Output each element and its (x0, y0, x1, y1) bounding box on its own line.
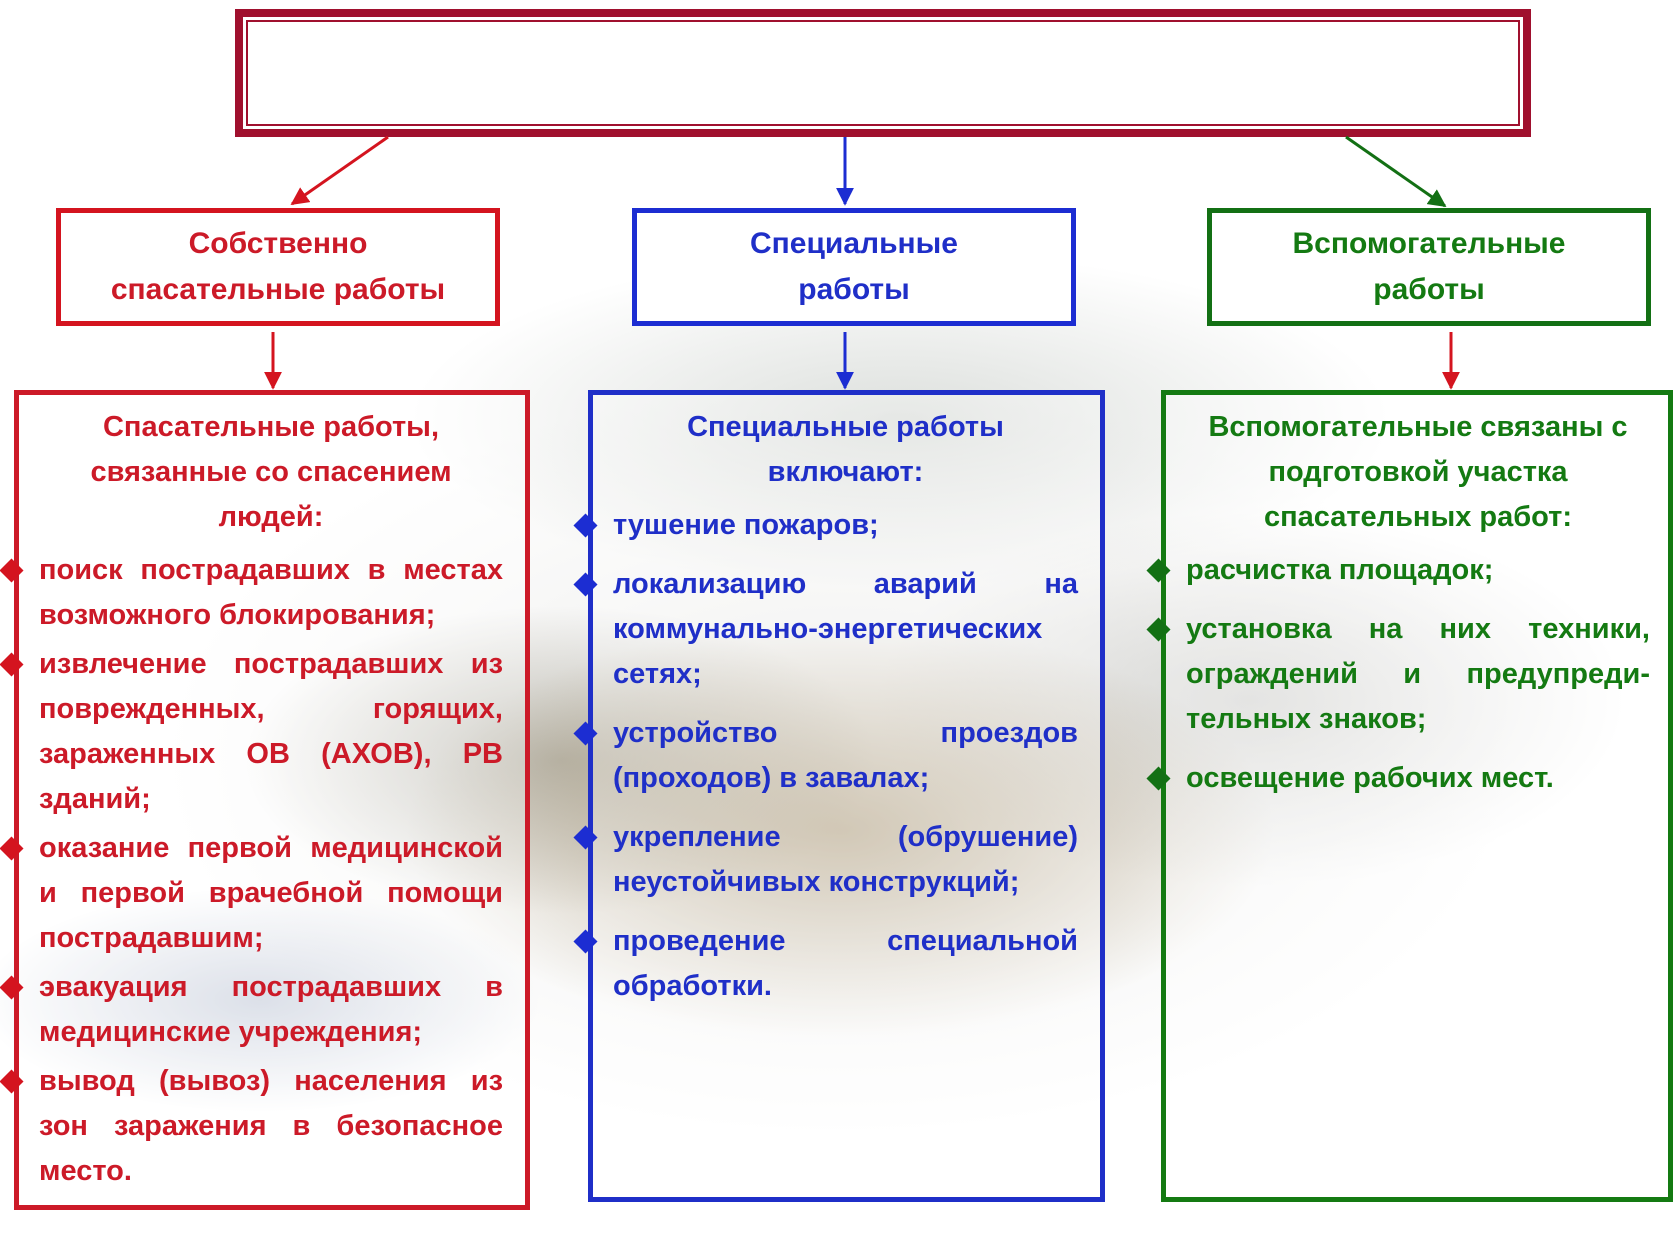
list-item: устройство проездов (проходов) в завалах… (573, 711, 1078, 801)
arrow-title-to-rescue (290, 135, 389, 206)
rescue-details-box: Спасательные работы, связанные со спасен… (0, 390, 530, 1210)
category-special-line1: Специальные (750, 227, 958, 260)
list-item: оказание первой медицинской и первой вра… (0, 826, 503, 961)
category-auxiliary-line2: работы (1373, 273, 1485, 306)
rescue-items-list: поиск пострадавших в местах возможного б… (0, 548, 503, 1194)
list-item: проведение специальной обработки. (573, 919, 1078, 1009)
category-rescue-line2: спасательные работы (110, 273, 446, 306)
list-item: поиск пострадавших в местах возможного б… (0, 548, 503, 638)
list-item: установка на них техники, ограждений и п… (1146, 607, 1650, 742)
list-item: тушение пожаров; (573, 503, 1078, 548)
category-rescue-line1: Собственно (188, 227, 368, 260)
category-special-box: Специальные работы (632, 208, 1076, 326)
special-details-box: Специальные работы включают: тушение пож… (573, 390, 1105, 1202)
auxiliary-items-list: расчистка площадок; установка на них тех… (1146, 548, 1650, 801)
list-item: локализацию аварий на коммунально-энерге… (573, 562, 1078, 697)
category-special-line2: работы (798, 273, 910, 306)
arrow-title-to-auxiliary (1345, 135, 1447, 208)
auxiliary-details-box: Вспомогательные связаны с подготовкой уч… (1146, 390, 1673, 1202)
category-auxiliary-line1: Вспомогательные (1292, 227, 1566, 260)
list-item: извлечение пострадавших из поврежденных,… (0, 642, 503, 822)
special-items-list: тушение пожаров; локализацию аварий на к… (573, 503, 1078, 1009)
list-item: расчистка площадок; (1146, 548, 1650, 593)
auxiliary-details-heading: Вспомогательные связаны с подготовкой уч… (1208, 411, 1628, 533)
list-item: вывод (вывоз) населения из зон заражения… (0, 1059, 503, 1194)
list-item: укрепление (обрушение) неустойчивых конс… (573, 815, 1078, 905)
list-item: освещение рабочих мест. (1146, 756, 1650, 801)
title-box (235, 9, 1531, 137)
category-auxiliary-box: Вспомогательные работы (1207, 208, 1651, 326)
list-item: эвакуация пострадавших в медицинские учр… (0, 965, 503, 1055)
rescue-details-heading: Спасательные работы, связанные со спасен… (90, 411, 452, 533)
category-rescue-box: Собственно спасательные работы (56, 208, 500, 326)
special-details-heading: Специальные работы включают: (687, 411, 1004, 488)
